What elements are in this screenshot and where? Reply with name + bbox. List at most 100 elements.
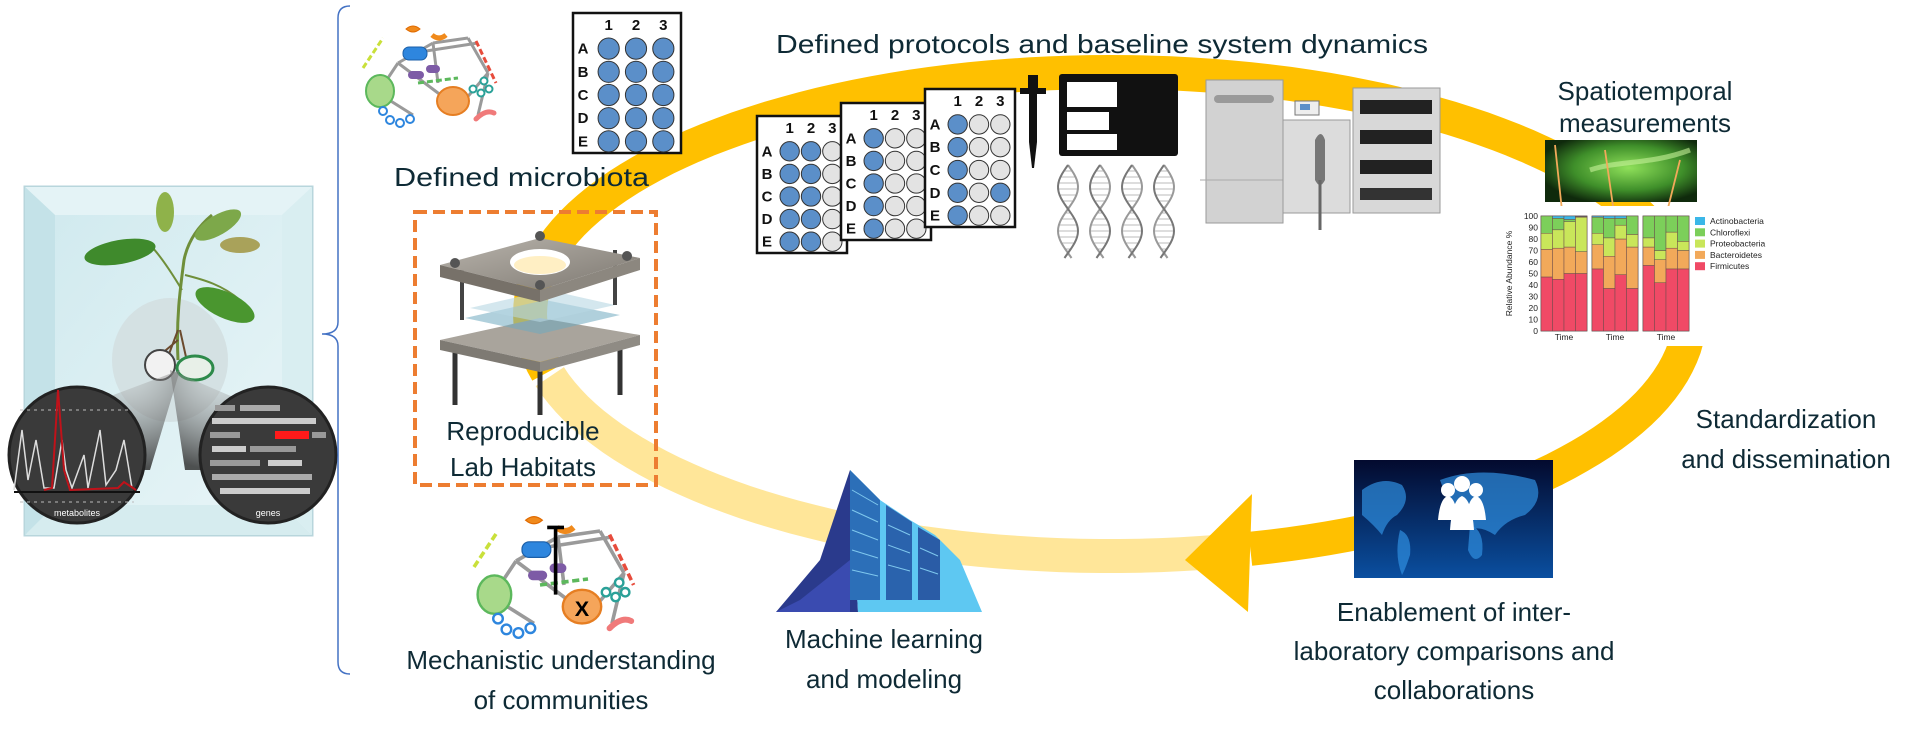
machine-learning-label-line2: and modeling xyxy=(806,664,962,694)
dna-icon xyxy=(1056,164,1176,259)
plate-row-label: D xyxy=(578,110,589,127)
microbe xyxy=(484,84,494,94)
microbe xyxy=(528,570,548,581)
bar-segment-chloroflexi xyxy=(1626,215,1639,235)
plate-row-label: C xyxy=(846,176,857,193)
bar-segment-bacteroidetes xyxy=(1654,259,1667,283)
y-tick-label: 30 xyxy=(1529,292,1539,302)
microbe xyxy=(385,115,395,125)
bar-segment-actinobacteria xyxy=(1591,215,1604,218)
bar-segment-bacteroidetes xyxy=(1563,246,1576,274)
bar-segment-bacteroidetes xyxy=(1603,256,1616,289)
standardization-label-line1: Standardization xyxy=(1696,404,1877,434)
genes-label: genes xyxy=(256,508,281,518)
plate-column-label: 2 xyxy=(807,120,815,137)
microbe xyxy=(549,563,567,573)
dna-strand xyxy=(1152,164,1175,259)
bar-segment-proteobacteria xyxy=(1563,221,1576,248)
microbe xyxy=(474,40,498,84)
bar-segment-chloroflexi xyxy=(1614,218,1627,226)
bar-segment-bacteroidetes xyxy=(1591,244,1604,270)
well xyxy=(597,83,620,107)
well xyxy=(800,208,822,230)
well xyxy=(863,173,884,194)
bar-segment-chloroflexi xyxy=(1552,218,1565,231)
reproducible-label-line1: Reproducible xyxy=(446,416,599,446)
bar-segment-actinobacteria xyxy=(1603,215,1616,219)
bar-segment-bacteroidetes xyxy=(1614,238,1627,275)
lab-habitat-device-icon xyxy=(440,231,640,415)
enablement-label-line3: collaborations xyxy=(1374,675,1534,705)
plate-frame xyxy=(571,11,683,155)
well xyxy=(822,141,843,162)
well xyxy=(597,107,620,130)
well xyxy=(822,186,843,207)
microbe xyxy=(402,46,428,61)
bar-segment-proteobacteria xyxy=(1614,224,1627,240)
microbe xyxy=(436,86,470,116)
bar-segment-chloroflexi xyxy=(1665,215,1678,233)
bar-segment-chloroflexi xyxy=(1591,216,1604,234)
plate-row-label: E xyxy=(846,221,856,238)
bar-segment-firmicutes xyxy=(1552,279,1565,332)
legend-swatch xyxy=(1695,262,1705,271)
bar-segment-actinobacteria xyxy=(1552,215,1565,219)
y-tick-label: 40 xyxy=(1529,280,1539,290)
microbe xyxy=(417,76,459,85)
well xyxy=(652,60,675,83)
spatiotemporal-label-line2: measurements xyxy=(1559,108,1731,138)
plate-column-label: 3 xyxy=(996,93,1004,110)
microbe xyxy=(378,106,388,116)
bar-segment-proteobacteria xyxy=(1654,250,1667,260)
y-tick-label: 70 xyxy=(1529,246,1539,256)
spatiotemporal-label-line1: Spatiotemporal xyxy=(1558,76,1733,106)
cycle-ring-faded xyxy=(535,367,1222,573)
microbe xyxy=(607,533,636,586)
people-icon xyxy=(1438,476,1486,530)
plate-column-label: 3 xyxy=(659,17,667,34)
microbe xyxy=(521,541,552,559)
microbe xyxy=(539,577,589,587)
well xyxy=(863,150,884,172)
microbe xyxy=(476,574,513,616)
bar-segment-firmicutes xyxy=(1591,268,1604,332)
y-axis-label: Relative Abundance % xyxy=(1504,230,1514,316)
well xyxy=(947,114,968,135)
world-collaboration-icon xyxy=(1354,460,1553,578)
plate-column-label: 1 xyxy=(604,17,612,34)
y-tick-label: 20 xyxy=(1529,303,1539,313)
y-tick-label: 10 xyxy=(1529,315,1539,325)
plate-row-label: E xyxy=(930,208,940,225)
lab-instrument-icon xyxy=(1200,79,1441,230)
well xyxy=(800,231,822,252)
plate-row-label: B xyxy=(578,64,589,81)
plate-column-label: 2 xyxy=(632,17,640,34)
bar-segment-chloroflexi xyxy=(1563,219,1576,222)
microbe xyxy=(619,586,631,598)
well xyxy=(884,195,906,217)
plate-column-label: 1 xyxy=(869,107,877,124)
bar-segment-proteobacteria xyxy=(1575,216,1588,252)
network-link xyxy=(432,36,469,45)
well xyxy=(800,163,822,185)
y-tick-label: 80 xyxy=(1529,234,1539,244)
well xyxy=(990,114,1011,135)
well xyxy=(652,107,675,130)
y-tick-label: 50 xyxy=(1529,269,1539,279)
well xyxy=(624,130,648,153)
well xyxy=(822,231,843,252)
plate-column-label: 1 xyxy=(953,93,961,110)
well xyxy=(884,128,906,149)
well xyxy=(884,150,906,172)
bar-segment-chloroflexi xyxy=(1642,215,1655,239)
bar-segment-proteobacteria xyxy=(1626,234,1639,248)
bar-segment-chloroflexi xyxy=(1654,215,1667,251)
knockout-x-label: X xyxy=(575,596,590,621)
plate-column-label: 3 xyxy=(912,107,920,124)
dna-strand xyxy=(1089,164,1112,259)
microbe xyxy=(405,25,421,33)
well xyxy=(652,83,675,107)
plate-row-label: C xyxy=(930,162,941,179)
well xyxy=(968,159,990,181)
bar-segment-actinobacteria xyxy=(1614,215,1627,219)
